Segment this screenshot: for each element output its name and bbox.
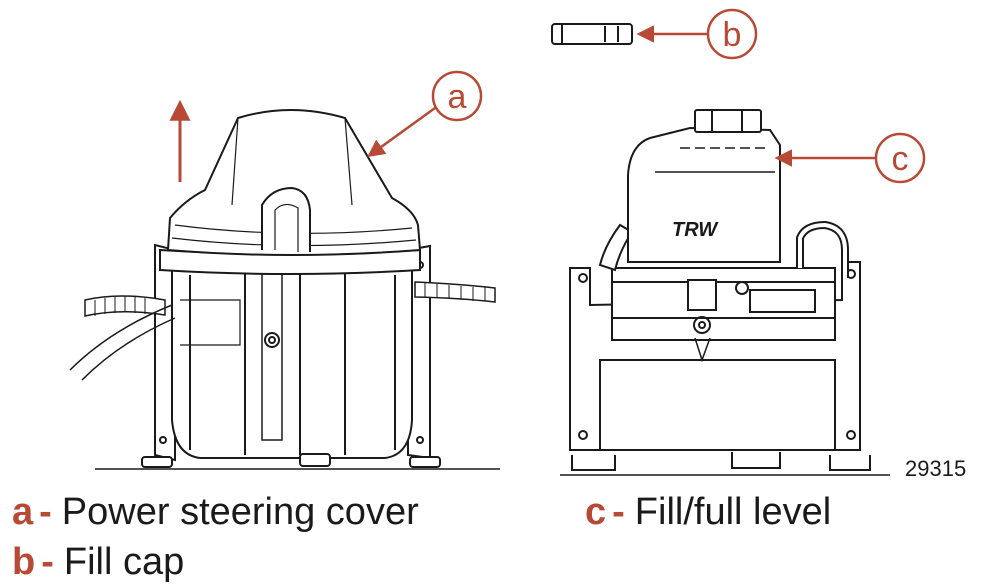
legend-key: a	[12, 491, 34, 533]
svg-text:TRW: TRW	[672, 219, 719, 241]
legend-item-c: c-Fill/full level	[585, 493, 831, 531]
legend-dash: -	[612, 491, 625, 533]
left-reservoir-assembly	[69, 109, 500, 470]
callout-b-letter: b	[723, 16, 742, 54]
callout-c: c	[774, 132, 926, 184]
figure-number: 29315	[905, 456, 967, 481]
legend-item-a: a-Power steering cover	[12, 493, 419, 531]
callout-a: a	[367, 70, 483, 158]
legend-text: Power steering cover	[61, 491, 419, 533]
legend-key: b	[12, 541, 36, 583]
right-reservoir-assembly: TRW	[560, 109, 890, 476]
callout-c-letter: c	[892, 140, 909, 178]
legend-text: Fill/full level	[634, 491, 832, 533]
callout-a-letter: a	[448, 78, 467, 116]
legend-text: Fill cap	[63, 541, 185, 583]
callout-b: b	[636, 8, 758, 60]
legend-dash: -	[41, 541, 54, 583]
fill-cap	[551, 23, 633, 45]
legend-key: c	[585, 491, 607, 533]
legend-item-b: b-Fill cap	[12, 543, 184, 581]
legend-dash: -	[39, 491, 52, 533]
